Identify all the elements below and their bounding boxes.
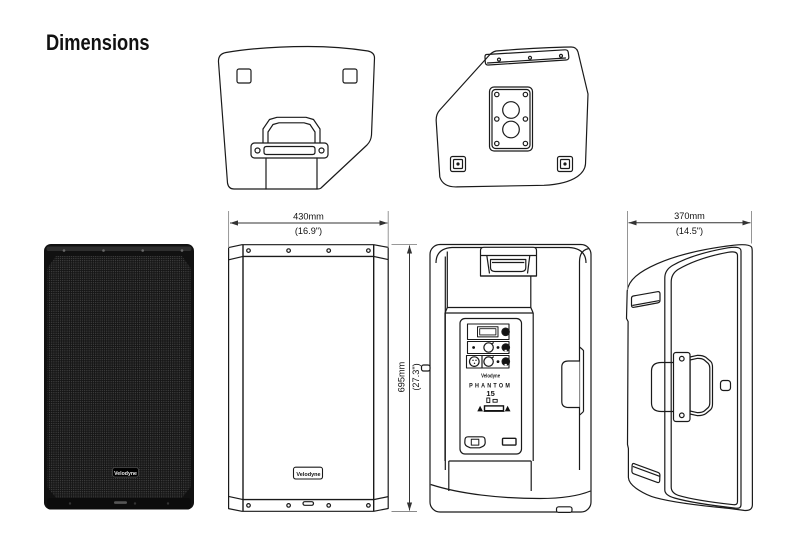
svg-text:370mm: 370mm: [674, 211, 705, 221]
svg-text:(27.3"): (27.3"): [411, 363, 421, 390]
svg-text:15: 15: [486, 389, 494, 398]
svg-text:(16.9"): (16.9"): [295, 226, 322, 236]
svg-text:Velodyne: Velodyne: [481, 373, 500, 379]
svg-text:PHANTOM: PHANTOM: [469, 384, 512, 390]
svg-text:(14.5"): (14.5"): [676, 226, 703, 236]
svg-text:695mm: 695mm: [397, 361, 407, 392]
svg-text:Velodyne: Velodyne: [296, 472, 320, 478]
svg-text:Velodyne: Velodyne: [114, 471, 137, 477]
svg-text:430mm: 430mm: [293, 212, 324, 222]
